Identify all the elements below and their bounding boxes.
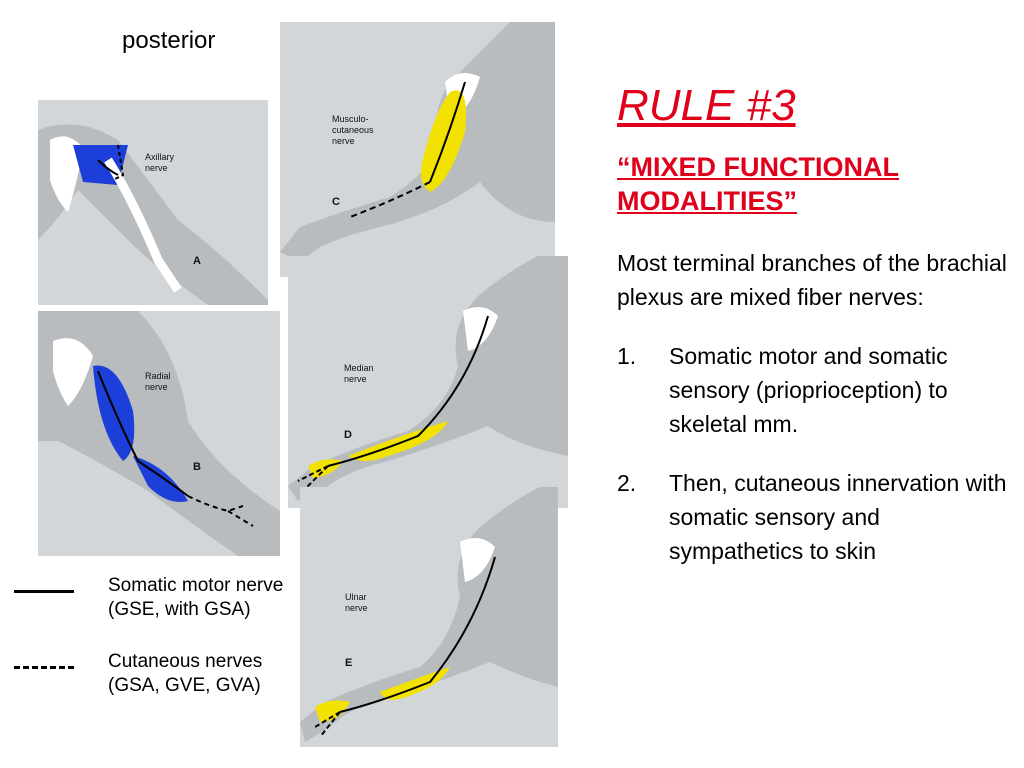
triceps-muscle <box>93 365 135 461</box>
legend-solid-text: Somatic motor nerve(GSE, with GSA) <box>108 575 284 620</box>
letter-e: E <box>345 657 353 669</box>
letter-d: D <box>344 429 352 441</box>
arm-illustration-d <box>288 256 568 501</box>
list-item: 2. Then, cutaneous innervation with soma… <box>617 470 1007 564</box>
rule-title: RULE #3 <box>617 81 796 130</box>
legend-dashed-text: Cutaneous nerves(GSA, GVE, GVA) <box>108 651 263 696</box>
posterior-label: posterior <box>122 27 216 54</box>
letter-b: B <box>193 461 201 473</box>
arm-illustration-b <box>38 311 280 556</box>
ulnar-flexor-muscles <box>380 667 450 700</box>
legend-dashed-line <box>14 666 74 669</box>
letter-a: A <box>193 255 201 267</box>
arm-illustration-c <box>280 22 555 262</box>
list-item: 1. Somatic motor and somatic sensory (pr… <box>617 343 948 437</box>
letter-c: C <box>332 196 340 208</box>
legend-solid-line <box>14 590 74 593</box>
arm-illustration-a <box>38 124 268 305</box>
rule-intro: Most terminal branches of the brachial p… <box>617 250 1007 310</box>
arm-illustration-e <box>300 487 558 742</box>
